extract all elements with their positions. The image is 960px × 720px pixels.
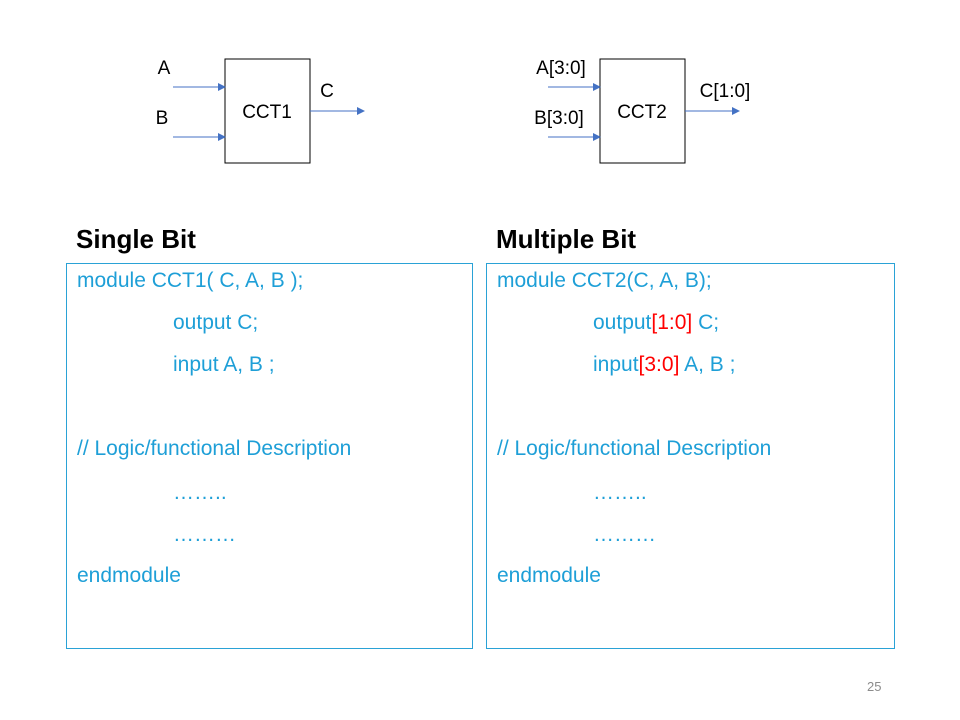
code-line-output: output C;: [173, 311, 259, 334]
page-number: 25: [867, 679, 882, 694]
multiple-bit-title: Multiple Bit: [496, 224, 637, 254]
code-line-comment: // Logic/functional Description: [77, 437, 352, 460]
cct2-output-label: C[1:0]: [700, 81, 751, 102]
output-range-highlight: [1:0]: [651, 311, 693, 334]
single-bit-title: Single Bit: [76, 224, 196, 254]
input-signals: A, B ;: [679, 353, 736, 376]
code-line-dots-1: ……..: [173, 481, 227, 504]
code-line-module: module CCT1( C, A, B );: [77, 269, 304, 292]
cct1-output-label: C: [320, 81, 334, 102]
cct2-input-b-label: B[3:0]: [534, 108, 584, 129]
cct2-diagram: CCT2 A[3:0] B[3:0] C[1:0]: [534, 58, 751, 164]
code-line-input: input A, B ;: [173, 353, 275, 376]
code-line-endmodule: endmodule: [497, 564, 601, 587]
input-keyword: input: [593, 353, 639, 376]
code-line-endmodule: endmodule: [77, 564, 181, 587]
code-line-output: output[1:0] C;: [593, 310, 719, 336]
code-line-dots-2: ………: [593, 523, 656, 546]
output-signal: C;: [692, 311, 720, 334]
block-diagrams: CCT1 A B C CCT2 A[3:0] B[3:0] C[1:0]: [156, 58, 751, 164]
code-line-dots-2: ………: [173, 523, 236, 546]
cct2-block-label: CCT2: [617, 102, 667, 123]
multiple-bit-code-box: module CCT2(C, A, B); output[1:0] C; inp…: [486, 263, 895, 649]
cct2-block: [599, 58, 686, 164]
code-line-module: module CCT2(C, A, B);: [497, 269, 712, 292]
cct1-block: [224, 58, 311, 164]
single-bit-code-box: module CCT1( C, A, B ); output C; input …: [66, 263, 473, 649]
cct1-block-label: CCT1: [242, 102, 292, 123]
cct1-input-b-label: B: [156, 108, 169, 129]
output-keyword: output: [593, 311, 652, 334]
cct1-diagram: CCT1 A B C: [156, 58, 365, 164]
code-line-comment: // Logic/functional Description: [497, 437, 772, 460]
cct2-input-a-label: A[3:0]: [536, 58, 586, 79]
input-range-highlight: [3:0]: [638, 353, 680, 376]
code-line-dots-1: ……..: [593, 481, 647, 504]
code-line-input: input[3:0] A, B ;: [593, 352, 735, 378]
cct1-input-a-label: A: [158, 58, 171, 79]
